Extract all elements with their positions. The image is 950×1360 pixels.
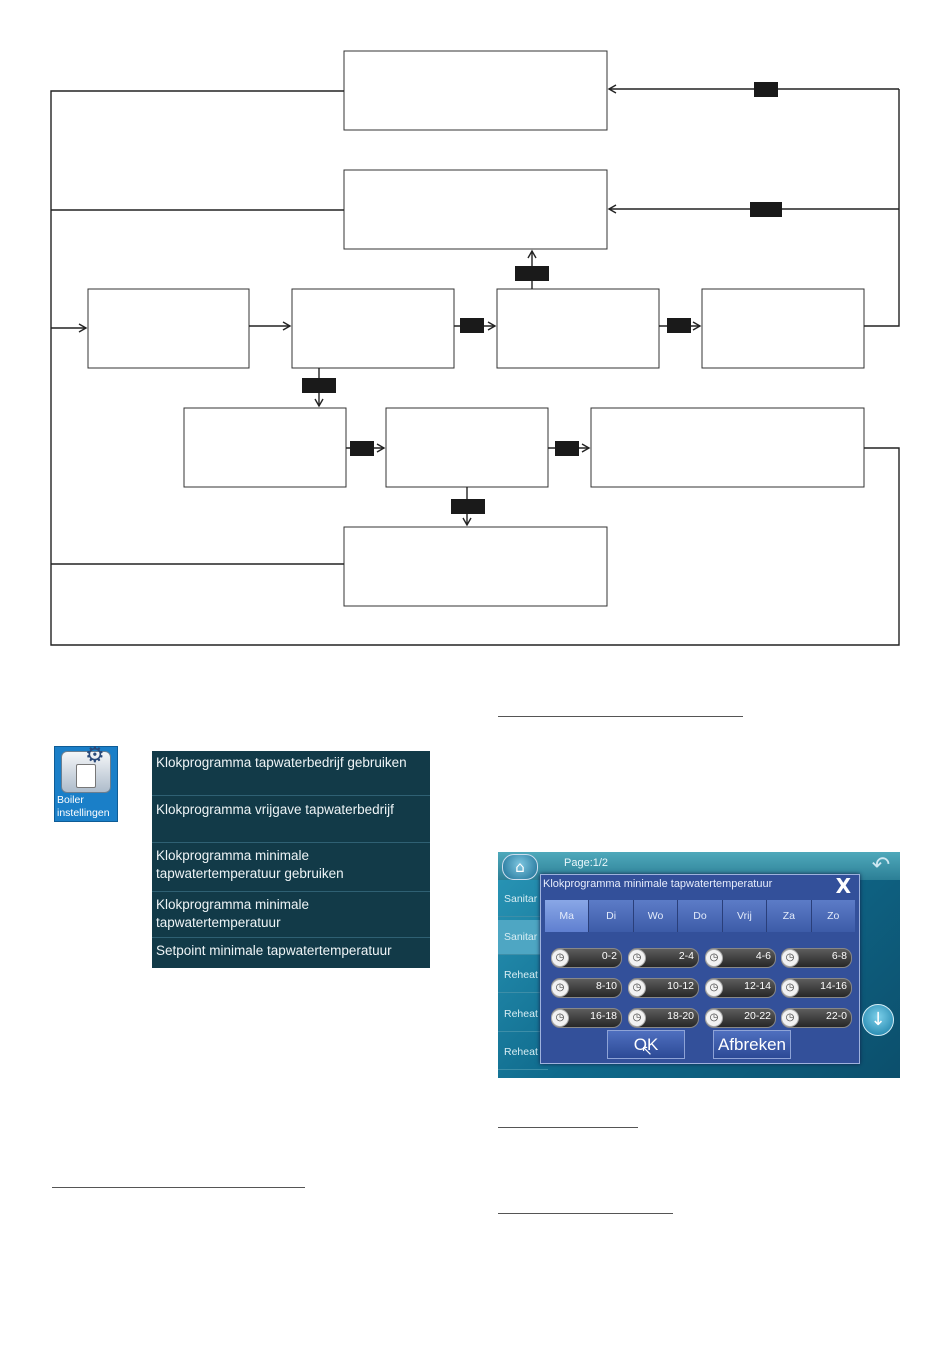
- flow-box-8: [386, 408, 548, 487]
- clock-icon: ◷: [705, 1009, 723, 1027]
- time-slot-label: 4-6: [756, 950, 771, 962]
- time-slot-label: 14-16: [820, 980, 847, 992]
- heading-rule: [498, 1213, 673, 1214]
- time-slot[interactable]: ◷ 8-10: [551, 978, 622, 998]
- gear-icon: ⚙: [85, 745, 105, 767]
- day-tab-za[interactable]: Za: [767, 900, 811, 932]
- menu-item-min-temp-setpoint[interactable]: Setpoint minimale tapwatertemperatuur: [152, 939, 430, 968]
- day-tab-ma[interactable]: Ma: [545, 900, 589, 932]
- flow-box-7: [184, 408, 346, 487]
- clock-icon: ◷: [628, 979, 646, 997]
- clock-icon: ◷: [781, 949, 799, 967]
- key-marker: [350, 441, 374, 456]
- time-slot[interactable]: ◷ 22-0: [781, 1008, 852, 1028]
- time-slot[interactable]: ◷ 10-12: [628, 978, 699, 998]
- flow-box-1: [344, 51, 607, 130]
- time-slot-label: 20-22: [744, 1010, 771, 1022]
- flow-box-10: [344, 527, 607, 606]
- menu-item-label: Klokprogramma minimale tapwatertemperatu…: [156, 848, 344, 881]
- page-indicator: Page:1/2: [564, 857, 608, 869]
- day-tab-vrij[interactable]: Vrij: [723, 900, 767, 932]
- time-slot[interactable]: ◷ 2-4: [628, 948, 699, 968]
- menu-item-use-min-temp-clock[interactable]: Klokprogramma minimale tapwatertemperatu…: [152, 844, 430, 892]
- flow-box-3: [88, 289, 249, 368]
- key-marker: [754, 82, 778, 97]
- flow-box-9: [591, 408, 864, 487]
- menu-item-dhw-release-clock[interactable]: Klokprogramma vrijgave tapwaterbedrijf: [152, 797, 430, 843]
- clock-icon: ◷: [705, 949, 723, 967]
- back-arrow-icon[interactable]: ↶: [866, 854, 896, 878]
- key-marker: [451, 499, 485, 514]
- time-slot-label: 8-10: [596, 980, 617, 992]
- flow-box-5: [497, 289, 659, 368]
- flow-diagram: [0, 0, 950, 660]
- time-slot-label: 12-14: [744, 980, 771, 992]
- menu-item-label: Klokprogramma vrijgave tapwaterbedrijf: [156, 802, 394, 817]
- cancel-button[interactable]: Afbreken: [713, 1030, 791, 1059]
- time-slot[interactable]: ◷ 6-8: [781, 948, 852, 968]
- time-slot[interactable]: ◷ 20-22: [705, 1008, 776, 1028]
- time-slot-label: 16-18: [590, 1010, 617, 1022]
- close-icon[interactable]: X: [836, 874, 851, 898]
- time-slot-label: 10-12: [667, 980, 694, 992]
- clock-icon: ◷: [628, 949, 646, 967]
- time-slot-label: 0-2: [602, 950, 617, 962]
- time-slot[interactable]: ◷ 4-6: [705, 948, 776, 968]
- heading-rule: [498, 1127, 638, 1128]
- dialog-title: Klokprogramma minimale tapwatertemperatu…: [543, 878, 772, 890]
- day-tab-zo[interactable]: Zo: [812, 900, 855, 932]
- flow-box-4: [292, 289, 454, 368]
- day-tabs: Ma Di Wo Do Vrij Za Zo: [545, 900, 855, 932]
- flow-line-right-spine: [864, 89, 899, 326]
- menu-item-label: Klokprogramma minimale tapwatertemperatu…: [156, 897, 309, 930]
- time-slot[interactable]: ◷ 16-18: [551, 1008, 622, 1028]
- time-slot-label: 22-0: [826, 1010, 847, 1022]
- menu-item-min-temp-clock[interactable]: Klokprogramma minimale tapwatertemperatu…: [152, 893, 430, 938]
- menu-item-label: Setpoint minimale tapwatertemperatuur: [156, 943, 392, 958]
- key-marker: [302, 378, 336, 393]
- day-tab-do[interactable]: Do: [678, 900, 722, 932]
- key-marker: [555, 441, 579, 456]
- mouse-cursor-icon: ↖: [641, 1043, 653, 1059]
- key-marker: [750, 202, 782, 217]
- key-marker: [515, 266, 549, 281]
- day-tab-di[interactable]: Di: [589, 900, 633, 932]
- heading-rule: [498, 716, 743, 717]
- boiler-menu: Klokprogramma tapwaterbedrijf gebruiken …: [152, 751, 430, 968]
- menu-item-use-dhw-clock[interactable]: Klokprogramma tapwaterbedrijf gebruiken: [152, 751, 430, 796]
- clock-program-dialog: Klokprogramma minimale tapwatertemperatu…: [540, 874, 860, 1064]
- heading-rule: [52, 1187, 305, 1188]
- boiler-settings-icon[interactable]: ⚙ Boiler instellingen: [54, 746, 118, 822]
- boiler-icon-label: Boiler instellingen: [57, 794, 117, 820]
- key-marker: [460, 318, 484, 333]
- down-arrow-icon[interactable]: ↓: [862, 1004, 894, 1036]
- menu-item-label: Klokprogramma tapwaterbedrijf gebruiken: [156, 755, 407, 770]
- time-slot[interactable]: ◷ 0-2: [551, 948, 622, 968]
- clock-icon: ◷: [781, 1009, 799, 1027]
- flow-box-2: [344, 170, 607, 249]
- time-slot-label: 2-4: [679, 950, 694, 962]
- time-slot[interactable]: ◷ 18-20: [628, 1008, 699, 1028]
- day-tab-wo[interactable]: Wo: [634, 900, 678, 932]
- clock-icon: ◷: [551, 1009, 569, 1027]
- home-icon[interactable]: ⌂: [502, 854, 538, 880]
- clock-icon: ◷: [551, 979, 569, 997]
- time-slot[interactable]: ◷ 12-14: [705, 978, 776, 998]
- key-marker: [667, 318, 691, 333]
- device-screenshot: ⌂ Page:1/2 ↶ Sanitar Sanitar Reheat Rehe…: [498, 852, 900, 1078]
- time-slot-label: 6-8: [832, 950, 847, 962]
- clock-icon: ◷: [781, 979, 799, 997]
- time-slot[interactable]: ◷ 14-16: [781, 978, 852, 998]
- time-slot-label: 18-20: [667, 1010, 694, 1022]
- clock-icon: ◷: [551, 949, 569, 967]
- clock-icon: ◷: [628, 1009, 646, 1027]
- flow-box-6: [702, 289, 864, 368]
- clock-icon: ◷: [705, 979, 723, 997]
